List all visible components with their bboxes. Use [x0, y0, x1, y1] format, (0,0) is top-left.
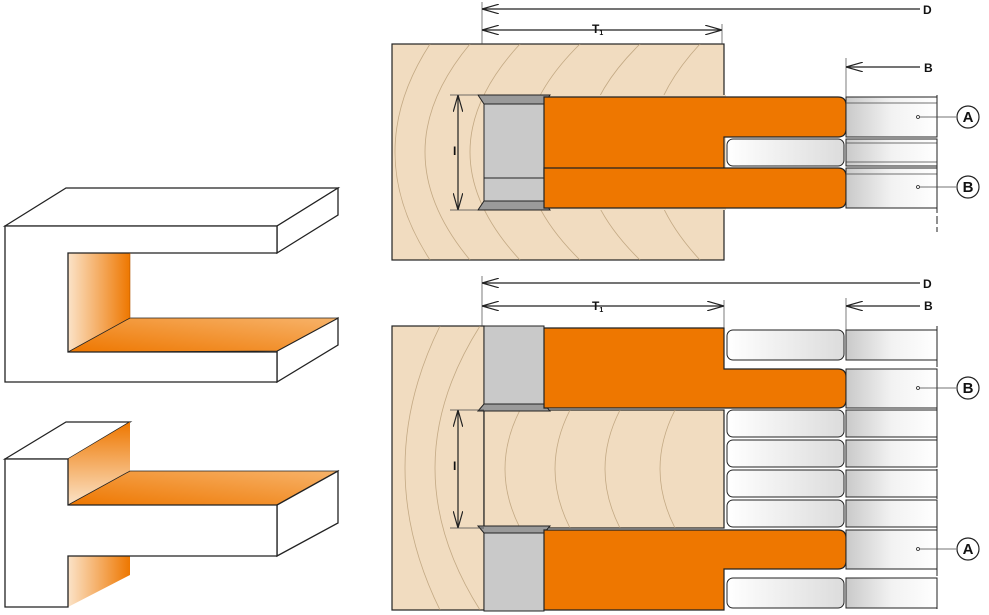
callout-label: B: [963, 380, 974, 397]
carbide-insert-bottom-upper: [476, 325, 552, 412]
dim-label-T1-top: T1: [592, 22, 603, 37]
shank-bottom: [845, 326, 938, 612]
dim-label-D-top: D: [923, 3, 932, 17]
callout-label: A: [963, 541, 974, 558]
cutter-body-top-lower: [543, 167, 847, 209]
callout-B-top: B: [916, 175, 980, 199]
wood-board-bottom: [391, 325, 725, 611]
dim-label-D-bottom: D: [923, 277, 932, 291]
dim-label-B-top: B: [924, 61, 933, 75]
carbide-insert-top: [477, 94, 551, 211]
profile-3d-upper: [2, 186, 341, 384]
callout-label: B: [963, 179, 974, 196]
dim-label-B-bottom: B: [924, 299, 933, 313]
callout-A-bottom: A: [916, 537, 980, 561]
spacer-slot-top: [726, 138, 845, 167]
bottom-section-view: D T1 B I B A: [391, 276, 980, 612]
shank-top: [845, 95, 938, 232]
spacer-stack-bottom: [726, 329, 845, 609]
callout-label: A: [963, 109, 974, 126]
dim-label-I-bottom: I: [453, 459, 456, 473]
top-section-view: D T1 B I A B: [391, 2, 980, 261]
profile-3d-lower: [2, 421, 340, 608]
callout-A-top: A: [916, 105, 980, 129]
dim-label-I-top: I: [453, 144, 456, 158]
dim-label-T1-bottom: T1: [592, 299, 603, 314]
callout-B-bottom: B: [916, 376, 980, 400]
carbide-insert-bottom-lower: [476, 525, 552, 612]
